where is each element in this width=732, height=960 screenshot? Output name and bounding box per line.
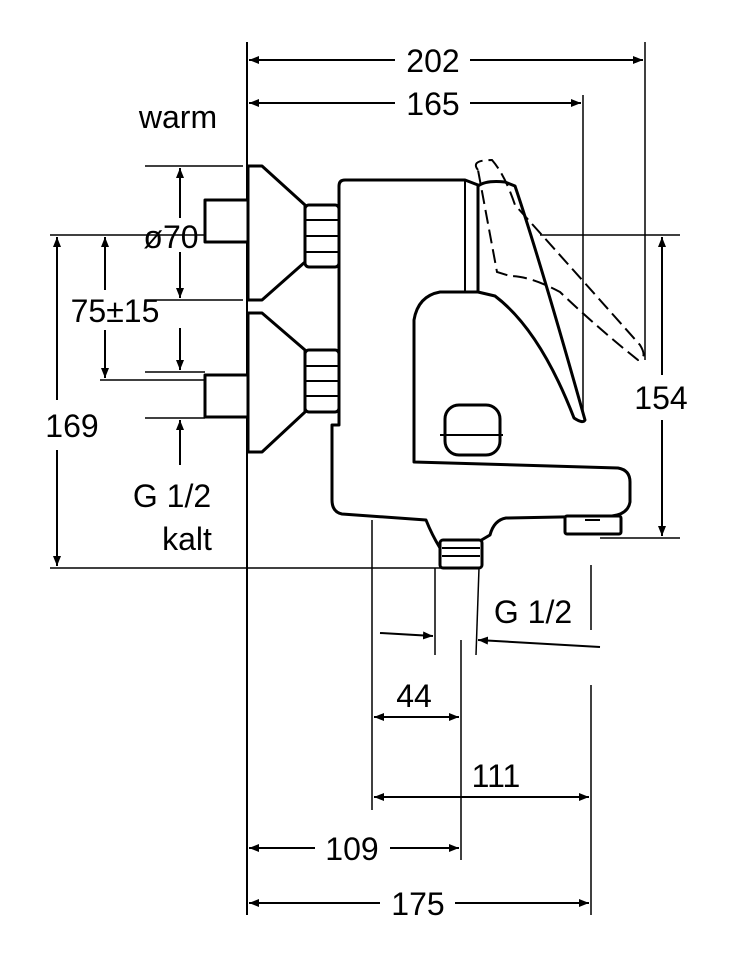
label-hot-inlet: warm	[138, 99, 217, 135]
labels: 202 165 warm ø70 75±15 169 G 1/2 kalt 15…	[45, 43, 687, 922]
mixer-body	[330, 178, 632, 550]
dim-flange-diameter: ø70	[143, 219, 198, 255]
handle-open-position	[474, 158, 645, 362]
cold-flange	[246, 311, 307, 454]
dim-outlet-to-front: 111	[472, 758, 521, 794]
hot-flange	[246, 164, 307, 302]
cold-inlet-stub	[203, 373, 251, 419]
extension-lines	[50, 42, 680, 915]
outlet-connector	[438, 538, 484, 570]
label-cold-thread: G 1/2	[133, 478, 211, 514]
label-cold-inlet: kalt	[162, 521, 212, 557]
dim-wall-to-outlet: 109	[325, 831, 378, 867]
hot-inlet-stub	[203, 198, 251, 244]
dim-total-width: 202	[406, 43, 459, 79]
dim-wall-to-front: 175	[391, 886, 444, 922]
label-outlet-thread: G 1/2	[494, 594, 572, 630]
dim-body-width: 165	[406, 86, 459, 122]
diverter-knob	[443, 403, 502, 457]
dim-total-height: 169	[45, 408, 98, 444]
dim-outlet-offset: 44	[396, 678, 432, 714]
mixer-drawing	[203, 158, 645, 570]
dimension-lines	[53, 56, 666, 907]
dim-inlet-spacing: 75±15	[71, 293, 160, 329]
dim-handle-height: 154	[634, 380, 687, 416]
aerator	[563, 514, 623, 536]
